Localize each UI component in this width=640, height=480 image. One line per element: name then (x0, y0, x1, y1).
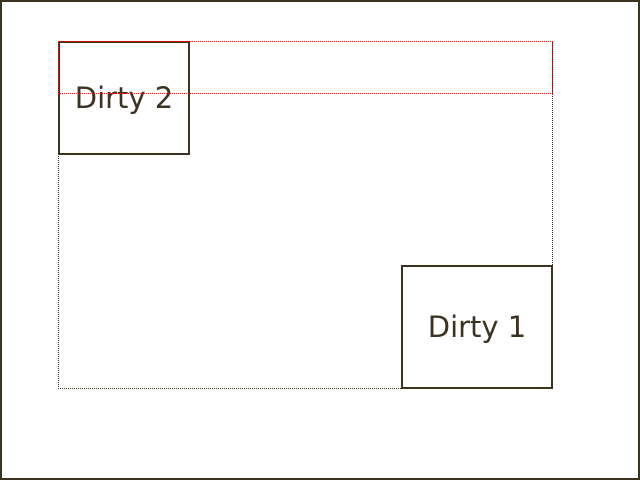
dirty-region-2: Dirty 2 (58, 41, 190, 155)
highlight-strip-rect (58, 41, 553, 94)
dirty-region-1: Dirty 1 (401, 265, 553, 389)
dirty-region-2-label: Dirty 2 (74, 81, 174, 115)
dirty-region-1-label: Dirty 1 (427, 310, 527, 344)
